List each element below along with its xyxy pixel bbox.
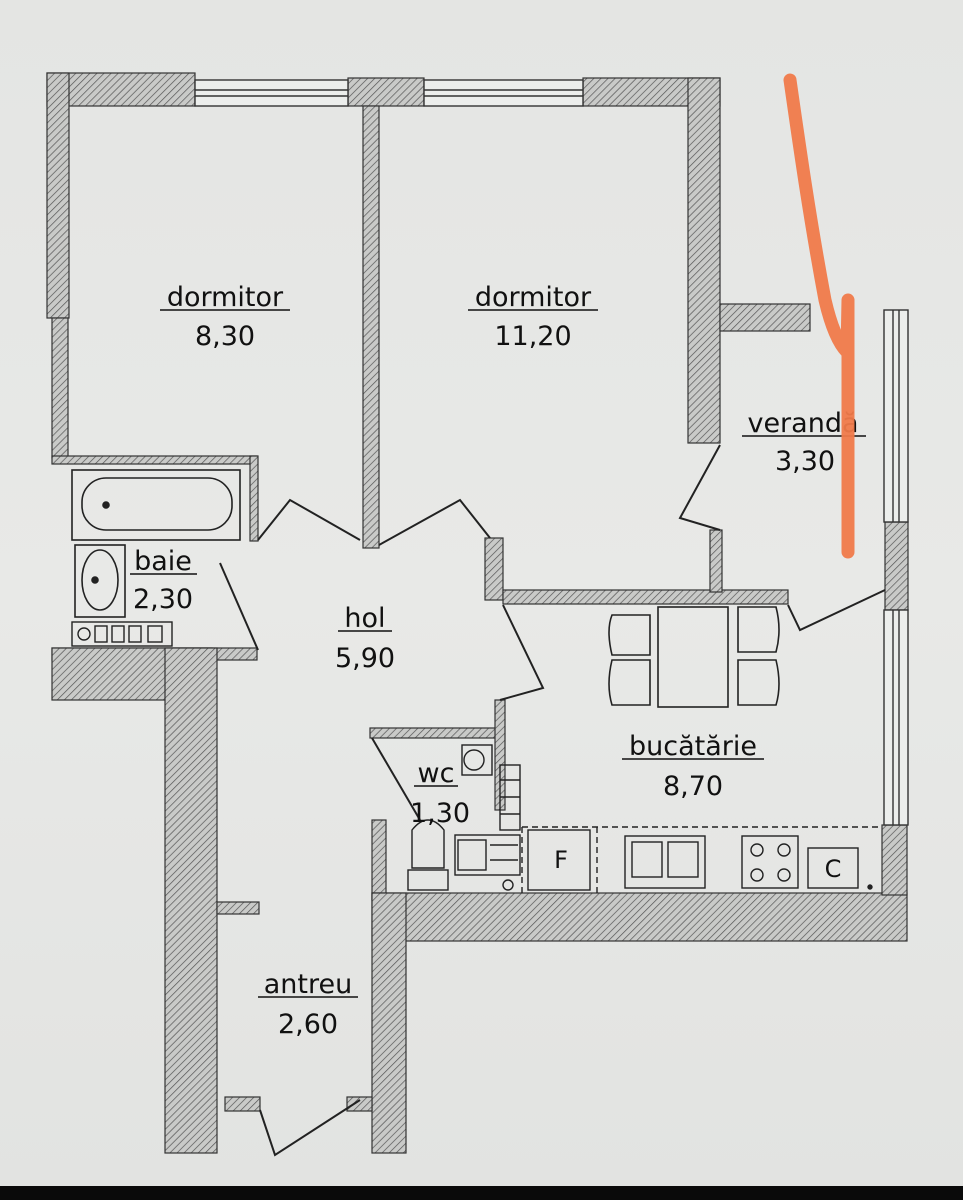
baie-sink xyxy=(74,544,126,618)
room-area: 8,30 xyxy=(195,321,255,352)
walls xyxy=(46,72,909,1154)
wc-fixtures xyxy=(407,744,521,891)
room-name: hol xyxy=(344,603,385,634)
windows xyxy=(194,79,909,826)
room-area: 5,90 xyxy=(335,643,395,674)
room-wc: wc 1,30 xyxy=(410,758,470,829)
baie-shelf xyxy=(71,621,173,647)
room-area: 11,20 xyxy=(494,321,571,352)
cooker-label: C xyxy=(825,855,842,883)
room-area: 8,70 xyxy=(663,771,723,802)
room-antreu: antreu 2,60 xyxy=(258,969,358,1040)
bathtub xyxy=(71,469,241,541)
room-name: dormitor xyxy=(475,282,592,313)
room-hol: hol 5,90 xyxy=(335,603,395,674)
room-area: 1,30 xyxy=(410,798,470,829)
room-name: dormitor xyxy=(167,282,284,313)
orange-marker-stroke xyxy=(783,73,855,559)
fridge-label: F xyxy=(554,846,568,874)
room-name: bucătărie xyxy=(629,731,757,762)
doors xyxy=(219,444,886,1157)
room-dormitor-2: dormitor 11,20 xyxy=(468,282,598,352)
room-dormitor-1: dormitor 8,30 xyxy=(160,282,290,352)
room-name: verandă xyxy=(747,408,858,439)
room-baie: baie 2,30 xyxy=(130,546,197,615)
room-bucatarie: bucătărie 8,70 xyxy=(622,731,764,802)
kitchen-counter xyxy=(521,826,882,893)
room-name: wc xyxy=(418,758,455,789)
room-name: antreu xyxy=(264,969,352,1000)
room-area: 2,60 xyxy=(278,1009,338,1040)
room-area: 2,30 xyxy=(133,584,193,615)
room-veranda: verandă 3,30 xyxy=(742,408,866,477)
room-area: 3,30 xyxy=(775,446,835,477)
room-name: baie xyxy=(134,546,192,577)
kitchen-table xyxy=(608,606,780,708)
